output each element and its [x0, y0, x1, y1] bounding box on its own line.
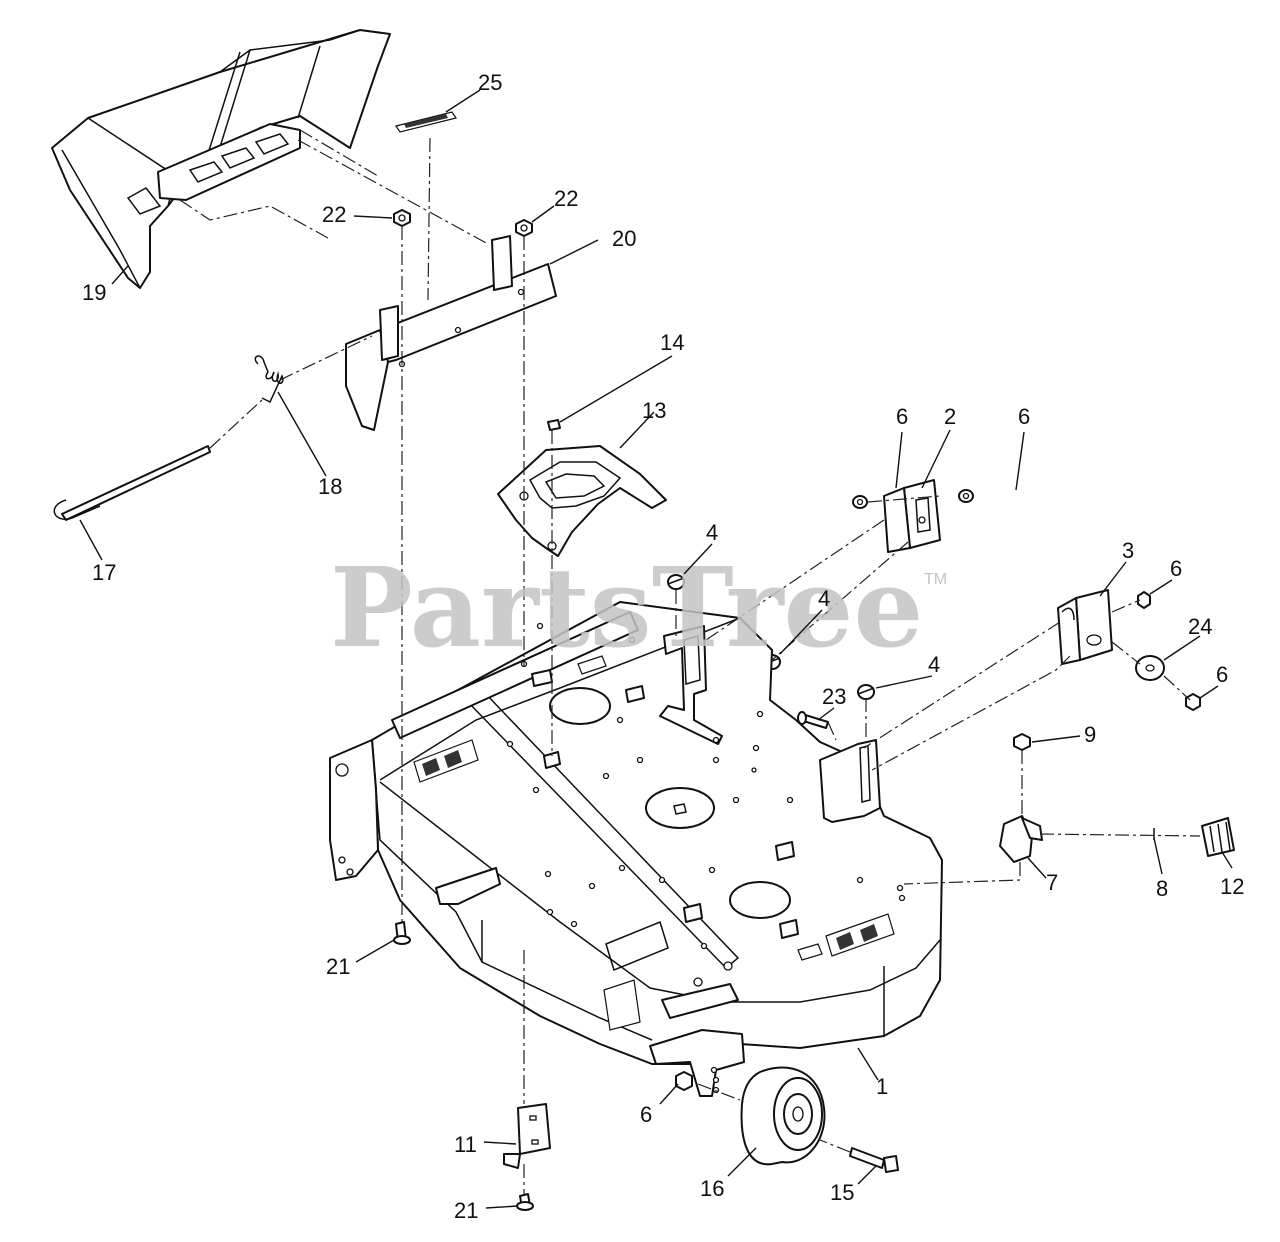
part-6-nut-c: [1137, 591, 1151, 609]
part-1-mower-deck: [329, 601, 943, 1097]
part-6-washer-b: [958, 489, 974, 503]
part-20-chute-mount-plate: [345, 235, 557, 431]
callout-1: 1: [876, 1074, 888, 1099]
part-17-pivot-rod: [53, 445, 211, 521]
leader-lines: [79, 89, 1233, 1209]
watermark-text: PartsTree: [330, 543, 924, 672]
part-3-caster-bracket: [1057, 589, 1113, 665]
part-21-carriage-bolt-lower: [516, 1193, 534, 1211]
part-14-screw: [547, 419, 561, 431]
part-21-carriage-bolt-upper: [393, 921, 411, 945]
callout-9: 9: [1084, 722, 1096, 747]
part-11-skid-bracket: [503, 1103, 551, 1169]
callout-24: 24: [1188, 614, 1212, 639]
callout-6-b: 6: [1018, 404, 1030, 429]
callout-6-c: 6: [1170, 556, 1182, 581]
callout-21-lower: 21: [454, 1198, 478, 1223]
part-6-nut-d: [1185, 693, 1201, 711]
part-2-mount-bracket: [883, 479, 941, 553]
callout-15: 15: [830, 1180, 854, 1205]
callout-14: 14: [660, 330, 684, 355]
part-19-discharge-chute: [51, 29, 391, 289]
callout-20: 20: [612, 226, 636, 251]
callout-21-upper: 21: [326, 954, 350, 979]
part-4-pin-a: [667, 574, 685, 590]
callout-2: 2: [944, 404, 956, 429]
callout-4-c: 4: [928, 652, 940, 677]
part-18-torsion-spring: [254, 355, 284, 404]
callout-19: 19: [82, 280, 106, 305]
assembly-lines: [179, 129, 1201, 1194]
watermark: PartsTree TM: [330, 543, 947, 672]
callout-13: 13: [642, 398, 666, 423]
part-15-caster-bolt: [849, 1147, 899, 1173]
callout-8: 8: [1156, 876, 1168, 901]
part-6-washer-a: [852, 495, 868, 509]
part-6-nut-e: [675, 1071, 693, 1091]
callout-16: 16: [700, 1176, 724, 1201]
part-12-grease-coupler: [1201, 817, 1235, 857]
part-22-nut-left: [393, 209, 411, 227]
callout-3: 3: [1122, 538, 1134, 563]
part-7-grease-elbow: [999, 815, 1043, 863]
callout-6-e: 6: [640, 1102, 652, 1127]
part-4-pin-c: [857, 684, 875, 700]
callout-22-right: 22: [554, 186, 578, 211]
callout-4-b: 4: [818, 586, 830, 611]
callout-6-d: 6: [1216, 662, 1228, 687]
callout-4-a: 4: [706, 520, 718, 545]
callout-22-left: 22: [322, 202, 346, 227]
callout-11: 11: [454, 1132, 477, 1157]
part-22-nut-right: [515, 219, 533, 237]
watermark-trademark: TM: [924, 571, 947, 588]
callout-17: 17: [92, 560, 116, 585]
callout-12: 12: [1220, 874, 1244, 899]
part-24-spacer-washer: [1135, 655, 1165, 681]
callout-25: 25: [478, 70, 502, 95]
callout-18: 18: [318, 474, 342, 499]
callouts: 25 22 22 20 19 14 13 18 17 6 2 6 4 4 4 3…: [82, 70, 1244, 1223]
part-16-caster-wheel: [740, 1066, 826, 1166]
part-9-grease-fitting: [1013, 733, 1031, 751]
callout-7: 7: [1046, 870, 1058, 895]
part-13-spindle-cover: [497, 445, 667, 557]
callout-6-a: 6: [896, 404, 908, 429]
callout-23: 23: [822, 684, 846, 709]
part-25-decal: [395, 111, 457, 133]
